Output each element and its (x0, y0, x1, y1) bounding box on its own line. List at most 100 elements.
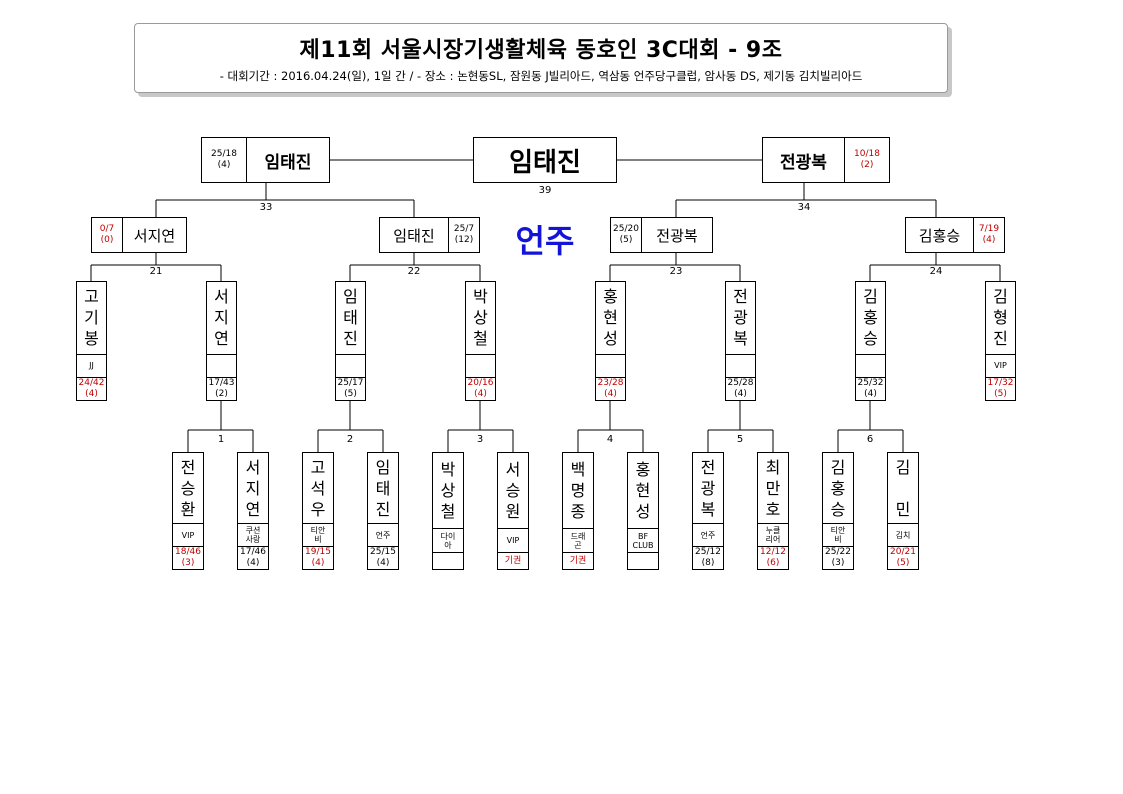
player-club: 티안 비 (823, 524, 853, 547)
score-text: 25/20 (613, 224, 639, 234)
name-char: 석 (310, 478, 326, 498)
score-text: 25/22 (825, 547, 851, 557)
inning-text: (3) (831, 558, 845, 568)
finalist-left: 25/18 (4) 임태진 (201, 137, 330, 183)
inning-text: (5) (619, 235, 633, 245)
inning-text: (4) (85, 389, 98, 399)
name-char: 지 (214, 308, 229, 328)
name-char: 홍 (863, 308, 878, 328)
inning-text: (8) (701, 558, 715, 568)
round1-match-number: 1 (217, 434, 225, 445)
name-char: 홍 (830, 478, 846, 498)
score-text: 기권 (569, 555, 587, 566)
quarter-score: 25/20 (5) (611, 218, 642, 252)
inning-text: (2) (215, 389, 228, 399)
player-score: 17/46(4) (238, 547, 268, 569)
inning-text: (3) (181, 558, 195, 568)
name-char: 고 (84, 287, 99, 307)
quarter-name: 김홍승 (918, 226, 961, 245)
score-text: 17/46 (240, 547, 266, 557)
name-char: 종 (570, 502, 586, 521)
name-char: 최 (765, 457, 781, 477)
round1-match-number: 6 (866, 434, 874, 445)
name-char: 연 (245, 499, 261, 519)
inning-text: (4) (604, 389, 617, 399)
player-score: 17/32(5) (986, 378, 1015, 400)
score-text: 25/28 (727, 378, 754, 388)
name-char: 성 (603, 329, 618, 349)
player-club: 김치 (888, 524, 918, 547)
score-text: 25/12 (695, 547, 721, 557)
name-char: 환 (180, 499, 196, 519)
player-club: 누클 리어 (758, 524, 788, 547)
name-char: 우 (310, 499, 326, 519)
semi-match-number: 33 (259, 202, 273, 213)
name-char: 김 (830, 457, 846, 477)
score-text: 17/43 (208, 378, 235, 388)
name-char: 진 (343, 329, 358, 349)
score-text: 25/32 (857, 378, 884, 388)
name-char: 서 (245, 457, 261, 477)
name-char: 상 (473, 308, 488, 328)
score-text: 24/42 (78, 378, 105, 388)
inning-text: (5) (896, 558, 910, 568)
score-text: 7/19 (978, 224, 1000, 234)
name-char: 철 (473, 329, 488, 349)
inning-text: (6) (766, 558, 780, 568)
name-char: 지 (245, 478, 261, 498)
inning-text: (4) (311, 558, 325, 568)
name-char: 봉 (84, 329, 99, 349)
quarter-score: 7/19 (4) (973, 218, 1004, 252)
score-text: 20/21 (890, 547, 916, 557)
player-club (207, 355, 236, 378)
quarter-name: 임태진 (393, 226, 435, 245)
name-char: 진 (375, 499, 391, 519)
name-char: 기 (84, 308, 99, 328)
name-char: 박 (440, 460, 456, 479)
player-score: 23/28(4) (596, 378, 625, 400)
player-score: 18/46(3) (173, 547, 203, 569)
name-char: 현 (635, 481, 651, 500)
score-text: 20/16 (467, 378, 494, 388)
score-text: 25/17 (337, 378, 364, 388)
inning-text: (5) (994, 389, 1007, 399)
inning-text: (5) (344, 389, 357, 399)
player-club: 언주 (368, 524, 398, 547)
name-char: 홍 (603, 287, 618, 307)
tournament-title: 제11회 서울시장기생활체육 동호인 3C대회 - 9조 (299, 38, 783, 63)
name-char: 원 (505, 502, 521, 521)
player-club: 쿠션 사랑 (238, 524, 268, 547)
score-text: 0/7 (99, 224, 115, 234)
player-score: 25/32(4) (856, 378, 885, 400)
champion-box: 임태진 (473, 137, 617, 183)
name-char: 호 (765, 499, 781, 519)
name-char: 연 (214, 329, 229, 349)
name-char: 김 (895, 457, 911, 477)
inning-text: (4) (376, 558, 390, 568)
